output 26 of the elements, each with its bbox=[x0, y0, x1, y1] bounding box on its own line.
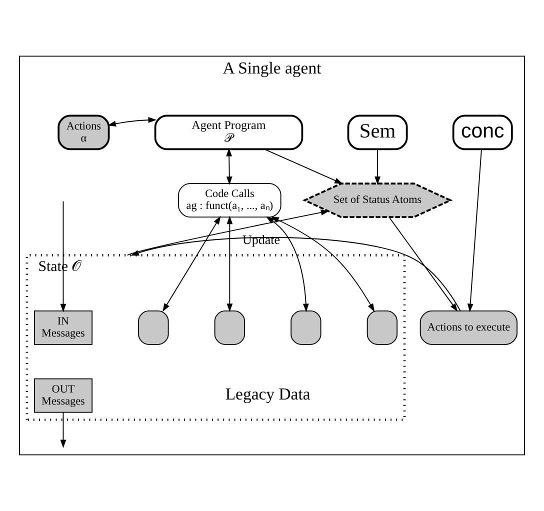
arrow bbox=[266, 216, 309, 312]
arrow bbox=[126, 210, 330, 256]
node-box bbox=[138, 310, 169, 345]
arrow bbox=[467, 148, 482, 312]
arrow bbox=[108, 117, 157, 127]
node-box bbox=[366, 310, 398, 345]
node-box bbox=[290, 310, 322, 345]
arrow bbox=[60, 200, 66, 312]
arrow bbox=[226, 148, 232, 185]
arrow bbox=[264, 148, 343, 184]
node-box bbox=[214, 310, 246, 345]
node-box: IN Messages bbox=[34, 310, 93, 345]
node-box: Sem bbox=[347, 114, 408, 150]
arrow bbox=[162, 216, 221, 312]
node-box: conc bbox=[452, 114, 513, 150]
arrow bbox=[374, 148, 380, 185]
arrow bbox=[130, 237, 461, 312]
node-box: Actions α bbox=[58, 114, 110, 150]
node-box: Agent Program 𝒫 bbox=[154, 114, 304, 150]
arrow bbox=[270, 216, 375, 312]
node-box: Actions to execute bbox=[420, 310, 518, 345]
arrow bbox=[60, 412, 66, 448]
node-box: Code Calls ag : funct(a₁, ..., aₙ) bbox=[178, 183, 282, 218]
arrow bbox=[226, 216, 233, 312]
node-box: OUT Messages bbox=[34, 378, 93, 413]
arrow bbox=[388, 216, 458, 312]
